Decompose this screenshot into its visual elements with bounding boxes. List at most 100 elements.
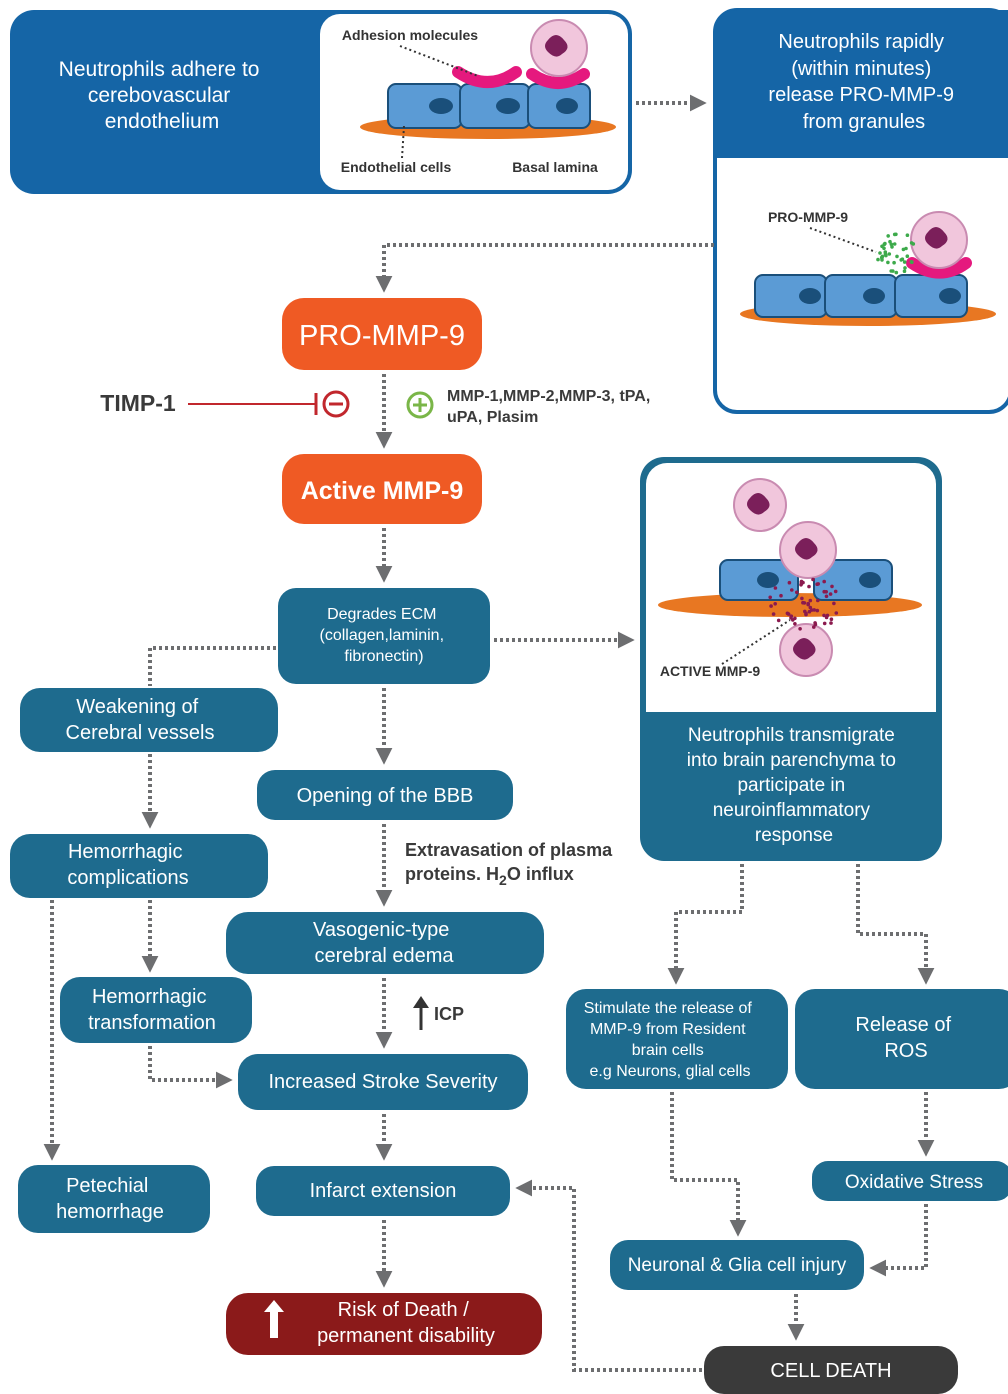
granule-dot [899, 258, 903, 262]
granule-dot [824, 615, 829, 620]
granule-dot [815, 608, 820, 613]
granule-dot [798, 627, 802, 631]
granule-dot [883, 252, 888, 256]
granule-dot [892, 232, 897, 237]
neutrophil-nucleus-icon [793, 638, 816, 660]
granule-dot [887, 252, 892, 256]
granule-dot [773, 602, 777, 606]
granule-dot [771, 612, 776, 616]
infarct-extension-label: Infarct extension [310, 1180, 457, 1202]
granule-dot [880, 254, 885, 259]
arrow-transmigrate-to-ros [856, 864, 935, 985]
neuronal-injury-node [610, 1240, 864, 1290]
cell-nucleus [939, 288, 961, 304]
active-mmp9-illustration-label: ACTIVE MMP-9 [660, 663, 761, 679]
granule-dot [905, 233, 910, 237]
granule-dot [787, 580, 792, 585]
granule-dot [802, 601, 807, 605]
weakening-label: Weakening of Cerebral vessels [66, 696, 215, 744]
increased-severity-label: Increased Stroke Severity [269, 1071, 498, 1093]
adhesion-molecule-shape [526, 68, 590, 89]
activators-text: MMP-1,MMP-2,MMP-3, tPA, uPA, Plasim [447, 388, 655, 426]
granule-dot [808, 598, 813, 603]
arrow-oxidative-to-injury [869, 1204, 928, 1277]
arrow-death-to-infarct [515, 1179, 702, 1372]
granule-dot [773, 586, 778, 590]
granule-dot [876, 257, 880, 262]
hemorrhagic-complications-label: Hemorrhagic complications [67, 841, 188, 889]
increased-severity-node [238, 1054, 528, 1110]
neutrophil-nucleus-icon [545, 35, 568, 57]
hemorrhagic-complications-node [10, 834, 268, 898]
granule-dot [903, 266, 907, 270]
panel-neutrophils-adhere: Neutrophils adhere to cerebovascular end… [10, 10, 632, 194]
pro-mmp9-label: PRO-MMP-9 [299, 320, 465, 352]
granule-dot [888, 239, 892, 244]
granule-dot [795, 590, 799, 595]
granule-dot [883, 241, 887, 246]
pro-mmp9-granules [876, 232, 916, 275]
connectors [43, 94, 935, 1372]
timp1-label: TIMP-1 [100, 390, 176, 416]
line-degrades-to-weakening [148, 646, 276, 686]
cell-death-node [704, 1346, 958, 1394]
stimulate-release-label: Stimulate the release of MMP-9 from Resi… [584, 1000, 757, 1080]
granule-dot [910, 260, 914, 265]
granule-dot [811, 577, 815, 582]
granule-dot [786, 612, 791, 616]
endothelial-pointer [401, 125, 405, 159]
cell-nucleus [496, 98, 520, 114]
transmigration-illustration: ACTIVE MMP-9 [658, 478, 922, 679]
arrow-transmigrate-to-stimulate [667, 864, 744, 985]
granule-dot [769, 604, 773, 608]
active-mmp9-pointer [721, 619, 791, 665]
panel-rapid-release: Neutrophils rapidly (within minutes) rel… [713, 8, 1008, 414]
granule-dot [812, 625, 816, 629]
panel-transmigrate: ACTIVE MMP-9 Neutrophils transmigrate in… [640, 457, 942, 861]
granule-dot [822, 613, 826, 618]
opening-bbb-label: Opening of the BBB [297, 785, 474, 807]
neutrophil-nucleus-icon [747, 493, 770, 515]
granule-dot [768, 595, 772, 600]
granule-dot [779, 593, 783, 598]
granule-dot [830, 584, 834, 589]
granule-dot [813, 622, 818, 627]
granule-dot [832, 601, 836, 606]
granule-dot [793, 622, 797, 626]
granule-dot [894, 270, 899, 275]
hemorrhagic-transformation-label: Hemorrhagic transformation [88, 986, 216, 1034]
granule-dot [886, 234, 890, 238]
adhesion-molecule-shape [906, 257, 972, 279]
granule-dot [822, 589, 826, 594]
active-mmp9-label: Active MMP-9 [301, 477, 464, 505]
granule-dot [892, 242, 897, 246]
arrow-stimulate-to-injury [670, 1092, 747, 1237]
infarct-extension-node [256, 1166, 510, 1216]
hemorrhagic-transformation-node [60, 977, 252, 1043]
granule-dot [882, 246, 886, 251]
weakening-node [20, 688, 278, 752]
degrades-ecm-node [278, 588, 490, 684]
risk-death-node [226, 1293, 542, 1355]
granule-dot [909, 241, 914, 245]
adhesion-pointer [399, 45, 479, 77]
arrow-transformation-to-severity [148, 1046, 233, 1089]
granule-dot [799, 579, 804, 584]
opening-bbb-node [257, 770, 513, 820]
granule-dot [905, 254, 910, 258]
granule-dot [799, 583, 803, 587]
panel-release-header [715, 10, 1008, 158]
neuronal-injury-label: Neuronal & Glia cell injury [628, 1255, 847, 1276]
cell-nucleus [757, 572, 779, 588]
granule-dot [891, 269, 895, 273]
granule-dot [790, 588, 794, 592]
stimulate-release-node [566, 989, 788, 1089]
granule-dot [878, 251, 882, 255]
basal-lamina-label: Basal lamina [512, 159, 598, 175]
vasogenic-edema-label: Vasogenic-type cerebral edema [313, 919, 455, 967]
pro-mmp9-pointer [809, 227, 877, 253]
risk-death-label: Risk of Death / permanent disability [317, 1299, 495, 1347]
promm-illustration: PRO-MMP-9 [740, 209, 996, 326]
granule-dot [895, 254, 899, 259]
